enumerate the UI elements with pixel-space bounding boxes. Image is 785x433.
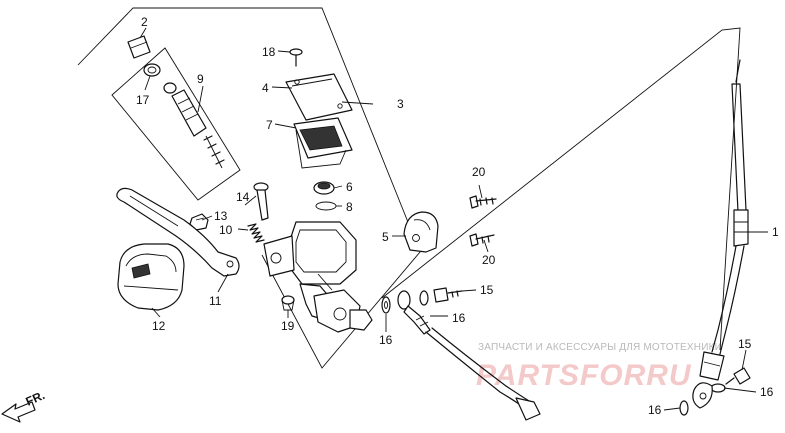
part-ring-8 — [315, 201, 337, 211]
callout-16-center: 16 — [452, 311, 466, 325]
direction-label: FR. — [24, 388, 47, 409]
callout-6: 6 — [346, 180, 353, 194]
callout-19: 19 — [281, 319, 295, 333]
watermark-logo: PARTSFORRU — [476, 359, 692, 392]
callout-7: 7 — [266, 118, 273, 132]
piston-box — [111, 47, 241, 201]
callout-5: 5 — [382, 230, 389, 244]
part-spring — [247, 223, 265, 243]
part-washer-16c — [679, 400, 689, 416]
part-brake-lever — [116, 187, 240, 277]
callout-16-right: 16 — [760, 385, 774, 399]
part-banjo-bolt-15b — [725, 367, 751, 385]
callouts: 2 17 9 18 4 3 7 6 8 5 20 20 15 16 16 14 … — [136, 15, 779, 399]
part-bolt-20-top — [469, 195, 497, 209]
callout-13: 13 — [214, 209, 228, 223]
part-seal-6 — [313, 181, 335, 195]
part-diaphragm — [293, 117, 353, 169]
part-brake-hose — [397, 59, 749, 421]
callout-20-top: 20 — [472, 165, 486, 179]
callout-20-bottom: 20 — [482, 253, 496, 267]
watermark-caption: ЗАПЧАСТИ И АКСЕССУАРЫ ДЛЯ МОТОТЕХНИКИ — [478, 342, 722, 353]
part-lever-cover — [117, 243, 185, 311]
part-washer-16d — [710, 383, 726, 393]
callout-17: 17 — [136, 93, 150, 107]
callout-11: 11 — [209, 294, 222, 308]
arrow-left-icon — [1, 401, 36, 423]
callout-15-right: 15 — [738, 337, 752, 351]
part-piston-set — [163, 82, 225, 169]
part-master-cylinder — [263, 221, 373, 333]
callout-8: 8 — [346, 200, 353, 214]
callout-10: 10 — [219, 223, 233, 237]
callout-12: 12 — [152, 319, 166, 333]
part-nut-13 — [189, 213, 209, 231]
hose-outline — [381, 27, 741, 351]
leader-lines — [139, 27, 768, 411]
part-pivot-bolt — [253, 182, 269, 221]
callout-1: 1 — [772, 225, 779, 239]
part-banjo-bolt-15a — [433, 287, 463, 303]
callout-18: 18 — [262, 45, 276, 59]
part-boot — [127, 35, 151, 59]
front-direction-indicator: FR. — [1, 388, 47, 423]
part-bolt-20-bottom — [469, 233, 495, 247]
callout-4: 4 — [262, 81, 269, 95]
part-circlip — [143, 63, 161, 77]
part-holder-clamp — [403, 211, 439, 253]
part-screw-18 — [289, 48, 303, 67]
part-cap-19 — [281, 295, 295, 311]
callout-2: 2 — [141, 15, 148, 29]
part-reservoir-cap — [285, 73, 353, 121]
callout-14: 14 — [236, 190, 250, 204]
callout-3: 3 — [397, 97, 404, 111]
callout-9: 9 — [197, 72, 204, 86]
callout-16-left: 16 — [379, 333, 393, 347]
callout-15-center: 15 — [480, 283, 494, 297]
part-washer-16a — [381, 296, 391, 314]
part-washer-16b — [419, 290, 429, 306]
assembly-outline — [77, 7, 421, 369]
